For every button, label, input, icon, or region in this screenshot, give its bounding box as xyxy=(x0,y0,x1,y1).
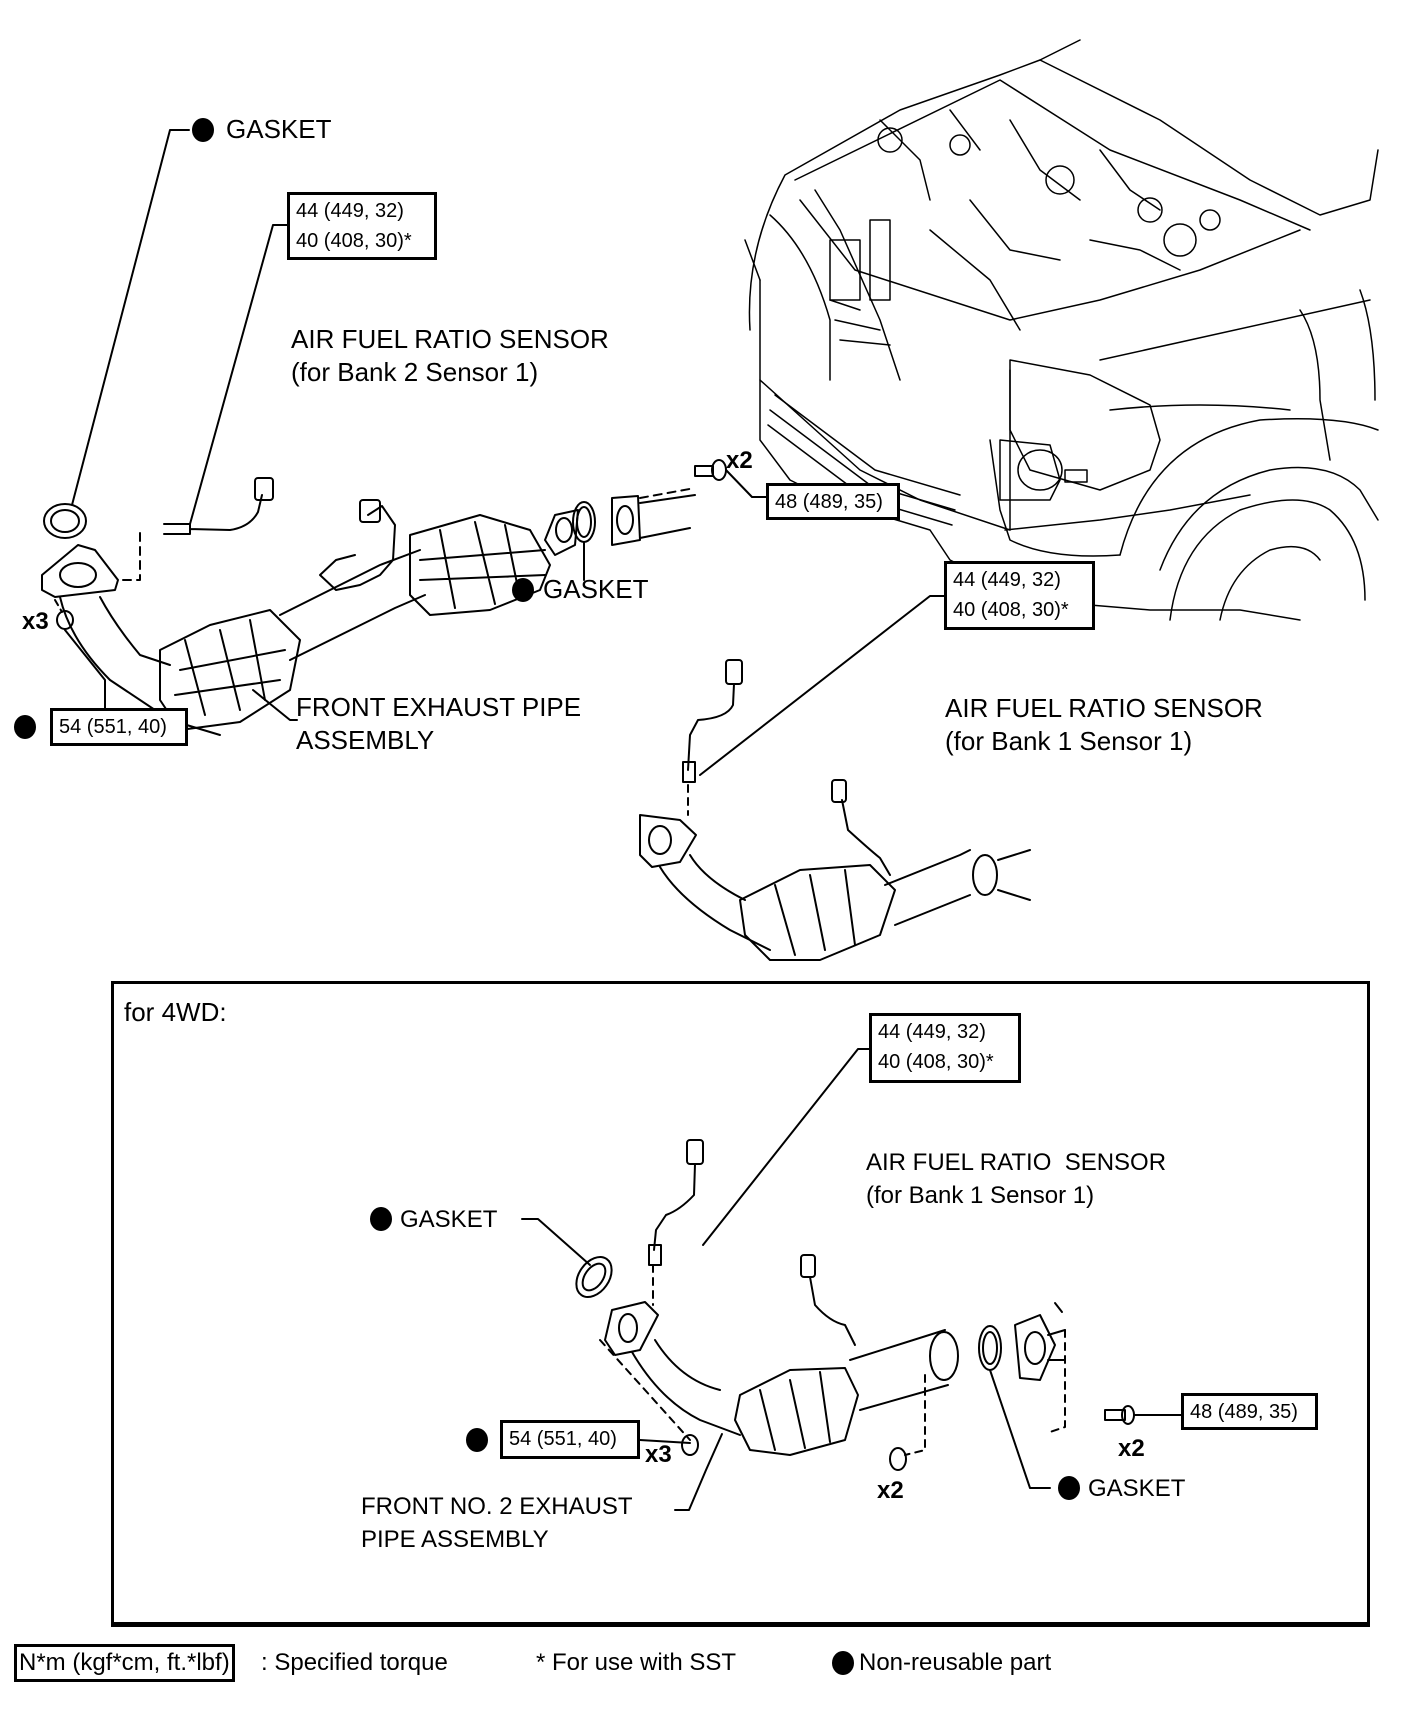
part-qualifier: (for Bank 2 Sensor 1) xyxy=(291,357,539,387)
4wd-heading: for 4WD: xyxy=(124,997,227,1027)
torque-spec-bolt: 48 (489, 35) xyxy=(766,483,900,520)
torque-spec-sensor-bank2: 44 (449, 32) 40 (408, 30)* xyxy=(287,192,437,260)
non-reusable-bullet-icon xyxy=(832,1651,854,1675)
vehicle-front-illustration xyxy=(744,39,1379,621)
non-reusable-bullet-icon xyxy=(370,1207,392,1231)
quantity-4wd-stud-nut: x2 xyxy=(877,1477,904,1504)
torque-spec-4wd-sensor: 44 (449, 32) 40 (408, 30)* xyxy=(869,1013,1021,1083)
quantity-4wd-bolt: x2 xyxy=(1118,1435,1145,1462)
4wd-variant-panel xyxy=(111,981,1370,1627)
leader-lines xyxy=(64,129,1182,1511)
non-reusable-bullet-icon xyxy=(14,715,36,739)
gasket-label-4wd-right: GASKET xyxy=(1088,1475,1186,1502)
non-reusable-bullet-icon xyxy=(466,1428,488,1452)
part-label-sensor-bank1: AIR FUEL RATIO SENSOR (for Bank 1 Sensor… xyxy=(945,692,1263,758)
torque-spec-nut: 54 (551, 40) xyxy=(50,708,188,746)
gasket-label-mid: GASKET xyxy=(543,574,649,604)
torque-spec-4wd-bolt: 48 (489, 35) xyxy=(1181,1393,1318,1430)
gasket-label-top: GASKET xyxy=(226,114,332,144)
bank1-exhaust-pipe-illustration xyxy=(639,659,1031,961)
legend-non-reusable: Non-reusable part xyxy=(859,1649,1052,1676)
torque-spec-4wd-nut: 54 (551, 40) xyxy=(500,1420,640,1459)
part-name: FRONT EXHAUST PIPE xyxy=(296,692,582,722)
part-label-sensor-bank2: AIR FUEL RATIO SENSOR (for Bank 2 Sensor… xyxy=(291,323,609,389)
non-reusable-bullet-icon xyxy=(1058,1476,1080,1500)
part-label-front-exhaust-pipe: FRONT EXHAUST PIPE ASSEMBLY xyxy=(296,691,581,757)
torque-value-standard: 44 (449, 32) xyxy=(953,569,1061,591)
part-name: FRONT NO. 2 EXHAUST xyxy=(361,1493,633,1520)
torque-value: 54 (551, 40) xyxy=(509,1428,617,1450)
part-name: AIR FUEL RATIO SENSOR xyxy=(945,693,1263,723)
part-name: AIR FUEL RATIO SENSOR xyxy=(291,324,609,354)
part-qualifier: (for Bank 1 Sensor 1) xyxy=(866,1182,1095,1209)
legend-torque-desc: : Specified torque xyxy=(261,1649,448,1676)
torque-value: 54 (551, 40) xyxy=(59,716,167,738)
part-label-front-no2-exhaust-pipe: FRONT NO. 2 EXHAUST PIPE ASSEMBLY xyxy=(361,1490,633,1556)
part-qualifier: (for Bank 1 Sensor 1) xyxy=(945,726,1193,756)
torque-value: 48 (489, 35) xyxy=(1190,1401,1298,1423)
torque-spec-sensor-bank1: 44 (449, 32) 40 (408, 30)* xyxy=(944,561,1095,630)
torque-value-sst: 40 (408, 30)* xyxy=(878,1051,994,1073)
torque-value-sst: 40 (408, 30)* xyxy=(296,230,412,252)
part-label-4wd-sensor: AIR FUEL RATIO SENSOR (for Bank 1 Sensor… xyxy=(866,1146,1166,1212)
quantity-4wd-nut: x3 xyxy=(645,1441,672,1468)
legend-torque-key: N*m (kgf*cm, ft.*lbf) xyxy=(14,1644,235,1682)
legend-sst: * For use with SST xyxy=(536,1649,737,1676)
torque-value-standard: 44 (449, 32) xyxy=(878,1021,986,1043)
part-name: AIR FUEL RATIO SENSOR xyxy=(866,1149,1167,1176)
torque-value-sst: 40 (408, 30)* xyxy=(953,599,1069,621)
part-name-cont: PIPE ASSEMBLY xyxy=(361,1526,549,1553)
gasket-label-4wd-left: GASKET xyxy=(400,1206,498,1233)
part-name-cont: ASSEMBLY xyxy=(296,725,435,755)
quantity-nut: x3 xyxy=(22,608,49,635)
torque-value-standard: 44 (449, 32) xyxy=(296,200,404,222)
non-reusable-bullet-icon xyxy=(192,118,214,142)
torque-value: 48 (489, 35) xyxy=(775,491,883,513)
non-reusable-bullet-icon xyxy=(512,578,534,602)
quantity-bolt: x2 xyxy=(726,447,753,474)
